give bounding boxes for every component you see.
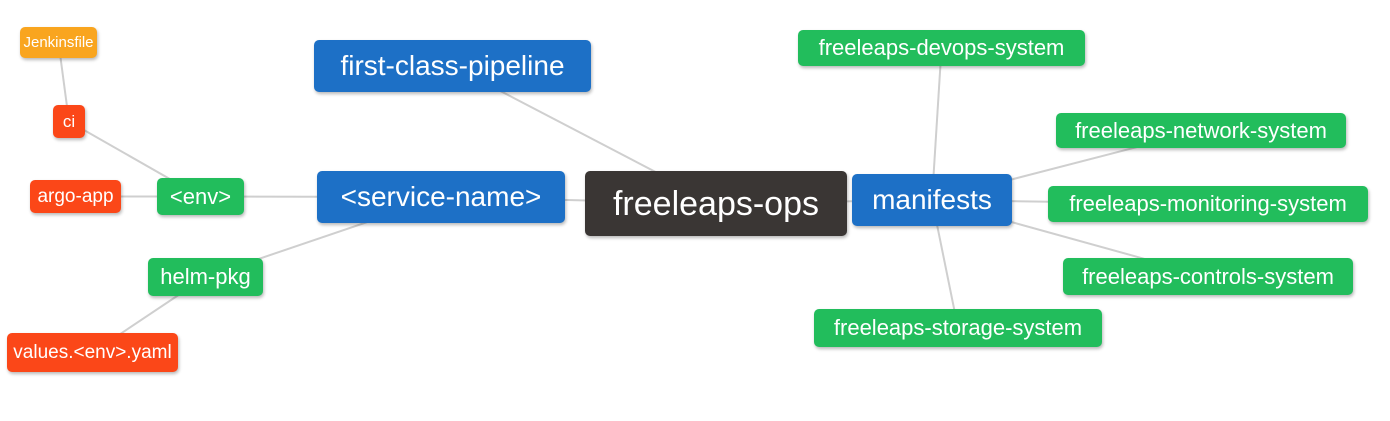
node-label: manifests	[872, 184, 992, 215]
node-label: Jenkinsfile	[23, 34, 94, 51]
node-label: helm-pkg	[160, 264, 251, 289]
node-helm-pkg[interactable]: helm-pkg	[148, 258, 263, 296]
node-freeleaps-ops[interactable]: freeleaps-ops	[585, 171, 847, 236]
node-label: freeleaps-controls-system	[1082, 263, 1334, 289]
node-jenkinsfile[interactable]: Jenkinsfile	[20, 27, 97, 58]
node-label: ci	[62, 112, 76, 131]
node-freeleaps-controls-system[interactable]: freeleaps-controls-system	[1063, 258, 1353, 295]
node-freeleaps-devops-system[interactable]: freeleaps-devops-system	[798, 30, 1085, 66]
node-values-env-yaml[interactable]: values.<env>.yaml	[7, 333, 178, 372]
node-label: <service-name>	[340, 181, 542, 212]
node-label: freeleaps-monitoring-system	[1069, 191, 1347, 216]
node-ci[interactable]: ci	[53, 105, 85, 138]
node-label: <env>	[169, 183, 232, 209]
node-freeleaps-storage-system[interactable]: freeleaps-storage-system	[814, 309, 1102, 347]
node-label: argo-app	[37, 186, 114, 207]
node-freeleaps-monitoring-system[interactable]: freeleaps-monitoring-system	[1048, 186, 1368, 222]
node-freeleaps-network-system[interactable]: freeleaps-network-system	[1056, 113, 1346, 148]
node-first-class-pipeline[interactable]: first-class-pipeline	[314, 40, 591, 92]
node-label: freeleaps-network-system	[1075, 117, 1327, 143]
node-label: freeleaps-storage-system	[833, 315, 1083, 340]
node-label: first-class-pipeline	[340, 50, 565, 81]
node-label: values.<env>.yaml	[13, 342, 172, 363]
node-env[interactable]: <env>	[157, 178, 244, 215]
node-label: freeleaps-ops	[612, 184, 819, 223]
node-argo-app[interactable]: argo-app	[30, 180, 121, 213]
node-label: freeleaps-devops-system	[818, 35, 1065, 60]
node-manifests[interactable]: manifests	[852, 174, 1012, 226]
node-service-name[interactable]: <service-name>	[317, 171, 565, 223]
